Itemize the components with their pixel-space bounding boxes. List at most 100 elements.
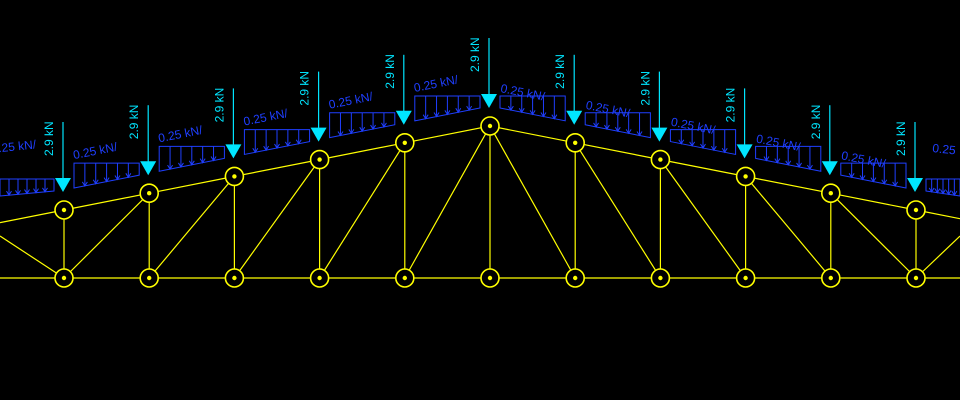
distributed-load-arrowhead: [774, 158, 781, 164]
point-load-label: 2.9 kN: [383, 54, 397, 89]
distributed-load-arrowhead: [678, 139, 685, 145]
point-load-arrowhead: [736, 144, 753, 159]
distributed-load-arrowhead: [892, 181, 899, 187]
distributed-load-label: 0.25 kN/: [755, 132, 802, 155]
distributed-load-arrowhead: [252, 148, 259, 154]
distributed-load-arrowhead: [870, 177, 877, 183]
truss-node-center: [487, 275, 493, 281]
distributed-load-arrowhead: [529, 110, 536, 116]
point-load-arrowhead: [55, 178, 71, 192]
distributed-load-arrowhead: [422, 114, 429, 120]
truss-node-center: [487, 123, 493, 129]
point-load-label: 2.9 kN: [894, 121, 908, 156]
truss-nodes: [54, 116, 926, 288]
distributed-load-arrowhead: [689, 141, 696, 147]
distributed-load-arrowhead: [636, 131, 643, 137]
distributed-load-arrowhead: [881, 179, 888, 185]
point-load-arrowhead: [821, 161, 838, 176]
distributed-load-arrowhead: [763, 156, 770, 162]
point-load-arrowhead: [651, 127, 668, 142]
distributed-load-arrowhead: [951, 190, 958, 197]
distributed-load-arrowhead: [518, 107, 525, 114]
distributed-load-arrowhead: [614, 126, 621, 133]
distributed-load-arrowhead: [625, 129, 632, 135]
truss-node-center: [658, 275, 663, 281]
distributed-load-arrowhead: [15, 190, 21, 196]
distributed-load-arrowhead: [940, 189, 946, 195]
distributed-load-arrowhead: [167, 164, 173, 171]
truss-node-center: [232, 275, 237, 281]
distributed-load-arrowhead: [284, 141, 291, 147]
point-load-label: 2.9 kN: [42, 121, 56, 156]
distributed-load-arrowhead: [370, 124, 376, 131]
distributed-load-arrowhead: [945, 190, 952, 196]
point-load-arrowhead: [566, 110, 583, 125]
distributed-load-arrowhead: [540, 112, 547, 118]
point-load-arrowhead: [310, 127, 327, 142]
distributed-load-arrowhead: [507, 105, 514, 112]
diagonal-member: [574, 142, 661, 279]
distributed-load-arrowhead: [6, 190, 12, 197]
point-load-label: 2.9 kN: [127, 105, 141, 140]
distributed-load-arrowhead: [859, 175, 866, 181]
point-load-label: 2.9 kN: [809, 105, 823, 140]
distributed-load-arrowhead: [337, 131, 344, 137]
point-load-label: 2.9 kN: [553, 54, 567, 89]
distributed-load-arrowhead: [710, 145, 717, 152]
diagonal-member: [148, 176, 235, 279]
distributed-load-arrowhead: [785, 160, 792, 166]
distributed-load-arrowhead: [604, 124, 610, 131]
top-chord: [0, 125, 960, 224]
distributed-load-arrowhead: [295, 139, 302, 145]
point-load-label: 2.9 kN: [298, 71, 312, 106]
distributed-load-arrowhead: [210, 156, 217, 162]
distributed-load-label: 0.25 kN/: [0, 137, 37, 156]
distributed-loads: 0.25 kN/0.25 kN/0.25 kN/0.25 kN/0.25 kN/…: [0, 72, 960, 197]
truss-node-center: [232, 174, 237, 179]
distributed-load-arrowhead: [199, 158, 206, 164]
point-load-arrowhead: [481, 94, 497, 108]
distributed-load-arrowhead: [188, 160, 195, 166]
distributed-load-arrowhead: [700, 143, 706, 149]
truss-node-center: [913, 275, 919, 281]
point-load-arrowhead: [395, 110, 412, 125]
distributed-load-arrowhead: [928, 187, 935, 193]
truss-node-center: [743, 174, 748, 179]
truss-node-center: [402, 275, 407, 281]
distributed-load-arrowhead: [274, 143, 280, 149]
distributed-load-label: 0.25 kN/: [499, 81, 546, 104]
diagonal-member: [489, 125, 576, 279]
diagonal-member: [830, 192, 917, 279]
point-load-label: 2.9 kN: [468, 37, 482, 72]
truss-node-center: [147, 275, 152, 281]
distributed-load-label: 0.25 kN/: [157, 123, 204, 146]
distributed-load-arrowhead: [33, 188, 39, 194]
diagonal-member: [233, 159, 321, 279]
distributed-load-arrowhead: [934, 188, 941, 194]
distributed-load-arrowhead: [433, 112, 440, 118]
truss-node-center: [828, 191, 833, 196]
distributed-load-arrowhead: [103, 177, 110, 183]
distributed-load-arrowhead: [551, 114, 558, 120]
distributed-load-label: 0.25 kN/: [840, 148, 887, 171]
point-load-arrowhead: [140, 161, 157, 176]
point-load-label: 2.9 kN: [212, 88, 226, 123]
distributed-load-arrowhead: [721, 148, 728, 154]
distributed-load-arrowhead: [381, 122, 387, 128]
point-load-label: 2.9 kN: [638, 71, 652, 106]
distributed-load-arrowhead: [24, 189, 30, 195]
distributed-load-arrowhead: [42, 187, 48, 193]
distributed-load-arrowhead: [81, 181, 88, 187]
distributed-load-arrowhead: [348, 129, 355, 135]
distributed-load-label: 0.25 kN/: [72, 140, 119, 163]
point-load-arrowhead: [225, 144, 242, 159]
truss-node-center: [828, 275, 833, 281]
truss-node-center: [402, 140, 407, 145]
truss-node-center: [61, 275, 67, 281]
diagonal-member: [0, 235, 65, 279]
distributed-load-arrowhead: [807, 164, 813, 171]
distributed-load-arrowhead: [455, 107, 462, 114]
diagonal-member: [404, 125, 491, 279]
point-load-label: 2.9 kN: [724, 88, 738, 123]
